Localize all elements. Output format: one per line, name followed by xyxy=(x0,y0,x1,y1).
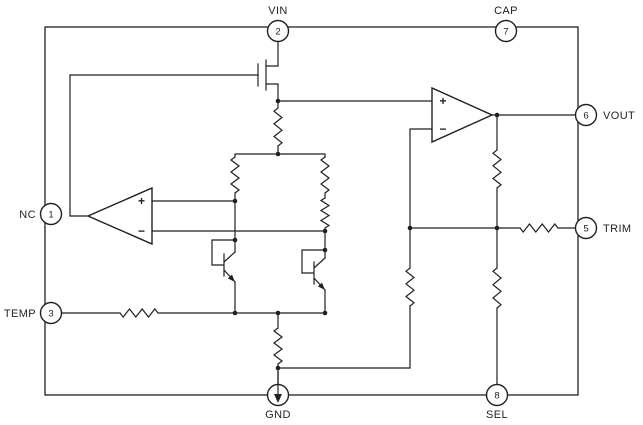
pin-circle xyxy=(485,383,509,407)
pin-label: CAP xyxy=(494,5,518,17)
minus-input-sign: − xyxy=(439,122,446,136)
resistor xyxy=(492,149,502,189)
pin-number: 7 xyxy=(503,27,508,38)
pin-2-vin: 2 VIN xyxy=(266,5,290,43)
pin-label: TEMP xyxy=(4,308,36,320)
pin-number: 1 xyxy=(48,210,53,221)
resistor xyxy=(492,267,502,309)
pin-number: 3 xyxy=(48,309,53,320)
bjt-symbol xyxy=(301,249,326,291)
error-amplifier: + − xyxy=(86,186,153,246)
pin-circle xyxy=(39,301,63,325)
emitter-arrow-icon xyxy=(317,282,325,290)
pin-6-vout: 6 VOUT xyxy=(574,103,635,127)
pin-5-trim: 5 TRIM xyxy=(574,216,631,240)
junction-dot xyxy=(322,247,328,253)
opamp-triangle xyxy=(431,86,494,144)
resistor-group xyxy=(119,107,559,365)
emitter-arrow-icon xyxy=(227,274,235,282)
pin-label: GND xyxy=(265,409,291,421)
pin-number: 6 xyxy=(583,111,588,122)
pin-label: VIN xyxy=(268,5,288,17)
junction-dot xyxy=(275,98,281,104)
pin-7-cap: 7 CAP xyxy=(494,5,518,43)
output-amplifier: + − xyxy=(431,86,494,144)
pin-circle xyxy=(494,19,518,43)
junction-dot xyxy=(232,237,238,243)
junction-dot xyxy=(407,225,413,231)
pass-transistor-mosfet xyxy=(257,59,267,91)
pin-8-sel: 8 SEL xyxy=(485,383,509,421)
resistor xyxy=(519,223,559,233)
junction-dots xyxy=(232,98,500,371)
pin-number: 8 xyxy=(494,391,499,402)
pin-label: TRIM xyxy=(603,223,631,235)
resistor xyxy=(320,156,330,194)
resistor xyxy=(319,197,331,229)
bjt-symbol xyxy=(211,239,236,283)
mosfet-bars xyxy=(257,59,267,91)
pin-number: 5 xyxy=(583,224,588,235)
junction-dot xyxy=(275,151,281,157)
minus-input-sign: − xyxy=(138,224,145,238)
pin-number: 2 xyxy=(275,27,280,38)
wire-network xyxy=(61,41,576,385)
pin-gnd: GND xyxy=(265,371,291,421)
pin-1-nc: 1 NC xyxy=(19,202,63,226)
junction-dot xyxy=(275,310,281,316)
pin-circle xyxy=(39,202,63,226)
resistor xyxy=(273,327,283,365)
junction-dot xyxy=(232,198,238,204)
pin-label: NC xyxy=(19,209,36,221)
resistor xyxy=(230,156,240,194)
junction-dot xyxy=(322,228,328,234)
plus-input-sign: + xyxy=(138,194,145,208)
junction-dot xyxy=(494,225,500,231)
plus-input-sign: + xyxy=(439,94,446,108)
pin-circle xyxy=(574,216,598,240)
pin-label: SEL xyxy=(486,409,508,421)
junction-dot xyxy=(494,112,500,118)
pin-circle xyxy=(266,19,290,43)
transistor-q1 xyxy=(211,239,236,283)
resistor xyxy=(405,267,415,307)
pin-label: VOUT xyxy=(603,110,635,122)
junction-dot xyxy=(322,310,328,316)
resistor xyxy=(273,107,283,147)
pin-circle xyxy=(574,103,598,127)
pin-3-temp: 3 TEMP xyxy=(4,301,63,325)
opamp-triangle xyxy=(86,186,153,246)
ground-arrow-icon xyxy=(274,394,282,403)
resistor xyxy=(119,308,159,318)
transistor-q2 xyxy=(301,249,326,291)
junction-dot xyxy=(275,365,281,371)
junction-dot xyxy=(232,310,238,316)
